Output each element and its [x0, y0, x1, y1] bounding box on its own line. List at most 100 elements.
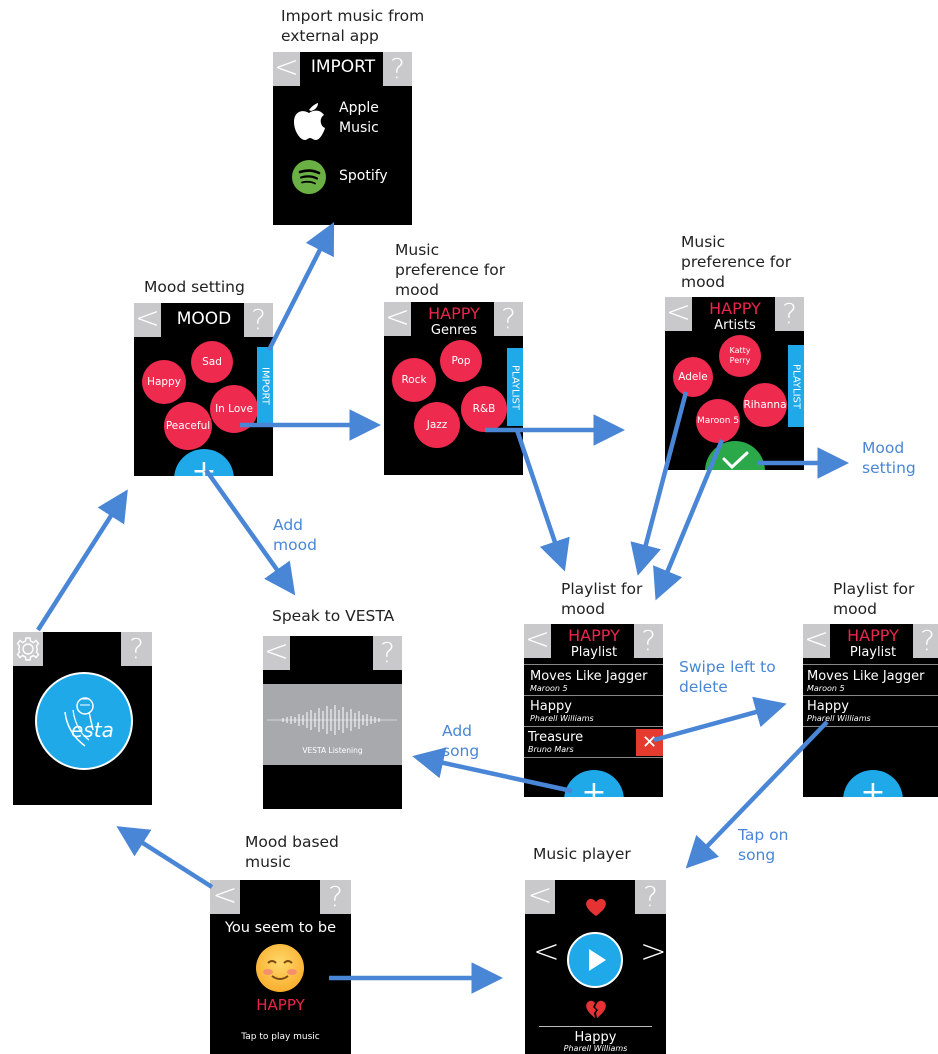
back-button[interactable]: < [273, 52, 300, 86]
next-button[interactable]: > [640, 932, 666, 970]
waveform-icon [267, 705, 397, 735]
song-row[interactable]: Moves Like Jagger Maroon 5 [524, 665, 663, 695]
apple-music-option[interactable]: Apple Music [291, 98, 406, 142]
divider [803, 695, 938, 696]
now-playing-artist: Pharell Williams [563, 1044, 628, 1053]
screen-subtitle: Playlist [570, 645, 618, 660]
prompt-text: You seem to be [224, 920, 337, 936]
mood-bubble-peaceful[interactable]: Peaceful [164, 402, 212, 450]
import-tab[interactable]: IMPORT [257, 347, 273, 425]
help-button[interactable]: ? [320, 880, 351, 914]
checkmark-icon [722, 451, 749, 470]
add-mood-button[interactable]: + [174, 449, 234, 476]
genre-bubble-pop[interactable]: Pop [440, 340, 482, 382]
artist-bubble-maroon-5[interactable]: Maroon 5 [696, 399, 740, 443]
like-heart-icon[interactable] [584, 896, 608, 918]
label-mood-setting: Mood setting [862, 439, 916, 477]
help-button[interactable]: ? [635, 880, 666, 914]
mood-bubble-in-love[interactable]: In Love [210, 385, 258, 433]
artist-bubble-rihanna[interactable]: Rihanna [743, 383, 787, 427]
genre-bubble-jazz[interactable]: Jazz [414, 402, 460, 448]
song-row[interactable]: Happy Pharell Williams [803, 696, 938, 726]
help-button[interactable]: ? [775, 297, 804, 331]
song-row-swiped[interactable]: Treasure Bruno Mars ✕ [524, 727, 663, 757]
import-screen: < IMPORT ? Apple Music Spotify [273, 52, 412, 225]
song-artist: Maroon 5 [530, 684, 568, 693]
add-song-button[interactable]: + [564, 770, 624, 797]
artist-bubble-katty-perry[interactable]: Katty Perry [719, 335, 761, 377]
spotify-option[interactable]: Spotify [291, 160, 406, 196]
caption-mood-based-music: Mood based music [245, 833, 339, 871]
artist-bubble-adele[interactable]: Adele [673, 357, 713, 397]
mood-based-screen: < ? You seem to be HAPPY Tap to play mus… [210, 880, 351, 1054]
help-button[interactable]: ? [494, 302, 523, 336]
mood-bubble-happy[interactable]: Happy [142, 360, 186, 404]
genre-bubble-rnb[interactable]: R&B [461, 386, 507, 432]
play-button[interactable] [567, 932, 623, 988]
back-button[interactable]: < [803, 624, 830, 658]
song-artist: Pharell Williams [530, 714, 594, 723]
divider [524, 695, 663, 696]
song-artist: Maroon 5 [807, 684, 845, 693]
delete-button[interactable]: ✕ [636, 729, 663, 756]
playlist-tab[interactable]: PLAYLIST [788, 345, 804, 427]
back-button[interactable]: < [665, 297, 692, 331]
back-button[interactable]: < [524, 624, 551, 658]
settings-button[interactable] [13, 632, 43, 666]
screen-subtitle: Genres [430, 323, 478, 338]
song-title: Happy [530, 699, 572, 714]
caption-mood-setting: Mood setting [144, 278, 245, 296]
help-button[interactable]: ? [913, 624, 938, 658]
help-button[interactable]: ? [383, 52, 412, 86]
apple-music-label: Apple Music [339, 100, 379, 136]
add-song-button[interactable]: + [843, 770, 903, 797]
artist-screen: < HAPPY Artists ? Katty Perry Adele Riha… [665, 297, 804, 470]
help-button[interactable]: ? [121, 632, 152, 666]
tap-hint: Tap to play music [241, 1032, 320, 1042]
back-button[interactable]: < [263, 636, 290, 670]
home-screen: ? esta [13, 632, 152, 805]
song-title: Moves Like Jagger [530, 669, 648, 684]
divider [539, 1026, 652, 1027]
mood-bubble-sad[interactable]: Sad [191, 341, 233, 383]
vesta-logo-text: esta [71, 718, 114, 742]
mood-title: HAPPY [568, 626, 620, 645]
caption-speak-vesta: Speak to VESTA [272, 607, 395, 625]
mood-screen: < MOOD ? Sad Happy In Love Peaceful IMPO… [134, 303, 273, 476]
divider [803, 664, 938, 665]
back-button[interactable]: < [134, 303, 161, 337]
playlist-tab[interactable]: PLAYLIST [507, 348, 523, 426]
genre-bubble-rock[interactable]: Rock [392, 358, 436, 402]
arrow-settings-to-mood [36, 489, 128, 632]
confirm-button[interactable] [705, 441, 765, 470]
back-button[interactable]: < [525, 880, 555, 914]
caption-music-pref-genres: Music preference for mood [395, 241, 506, 299]
dislike-broken-heart-icon[interactable] [585, 999, 607, 1019]
caption-playlist-2: Playlist for mood [833, 580, 915, 618]
detected-mood: HAPPY [256, 996, 305, 1014]
happy-face-icon[interactable] [256, 944, 304, 992]
divider [524, 664, 663, 665]
divider [803, 726, 938, 727]
previous-button[interactable]: < [533, 932, 560, 970]
back-button[interactable]: < [210, 880, 240, 914]
back-button[interactable]: < [384, 302, 411, 336]
vesta-logo[interactable]: esta [35, 672, 133, 770]
label-add-mood: Add mood [273, 516, 317, 554]
help-button[interactable]: ? [373, 636, 402, 670]
genre-screen: < HAPPY Genres ? Pop Rock R&B Jazz PLAYL… [384, 302, 523, 475]
screen-subtitle: Artists [714, 318, 756, 333]
mood-title: HAPPY [847, 626, 899, 645]
help-button[interactable]: ? [244, 303, 273, 337]
player-screen: < ? < > Happy Pharell Williams [525, 880, 666, 1054]
caption-music-pref-artists: Music preference for mood [681, 233, 792, 291]
song-title: Happy [807, 699, 849, 714]
divider [524, 757, 663, 758]
song-title: Moves Like Jagger [807, 669, 925, 684]
help-button[interactable]: ? [634, 624, 663, 658]
song-row[interactable]: Moves Like Jagger Maroon 5 [803, 665, 938, 695]
screen-title: MOOD [176, 309, 232, 329]
song-row[interactable]: Happy Pharell Williams [524, 696, 663, 726]
mood-title: HAPPY [428, 304, 480, 323]
